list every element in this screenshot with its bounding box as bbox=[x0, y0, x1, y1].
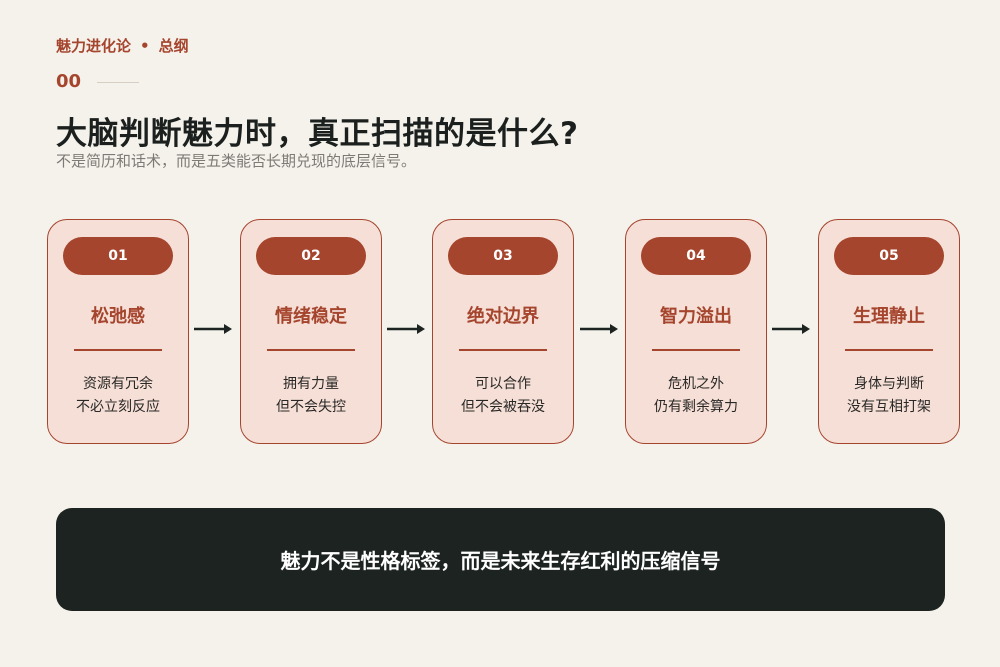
step-divider bbox=[652, 349, 740, 351]
step-title: 智力溢出 bbox=[660, 306, 732, 327]
step-number-badge: 03 bbox=[448, 237, 558, 275]
step-description-line: 拥有力量 bbox=[283, 376, 339, 392]
series-kicker: 魅力进化论 • 总纲 bbox=[56, 35, 189, 56]
step-divider bbox=[845, 349, 933, 351]
step-description-line: 资源有冗余 bbox=[83, 376, 153, 392]
series-name: 魅力进化论 bbox=[56, 37, 132, 55]
step-description-line: 身体与判断 bbox=[854, 376, 924, 392]
step-divider bbox=[267, 349, 355, 351]
arrow-right-icon bbox=[580, 324, 618, 334]
step-divider bbox=[74, 349, 162, 351]
step-number-badge: 01 bbox=[63, 237, 173, 275]
step-divider bbox=[459, 349, 547, 351]
step-card: 03 绝对边界 可以合作 但不会被吞没 bbox=[432, 219, 574, 444]
step-description: 资源有冗余 不必立刻反应 bbox=[48, 373, 188, 419]
arrow-right-icon bbox=[194, 324, 232, 334]
page-subtitle: 不是简历和话术，而是五类能否长期兑现的底层信号。 bbox=[56, 152, 417, 170]
step-description-line: 危机之外 bbox=[668, 376, 724, 392]
step-description-line: 可以合作 bbox=[475, 376, 531, 392]
step-title: 情绪稳定 bbox=[275, 306, 347, 327]
conclusion-banner: 魅力不是性格标签，而是未来生存红利的压缩信号 bbox=[56, 508, 945, 611]
step-description: 可以合作 但不会被吞没 bbox=[433, 373, 573, 419]
step-number-badge: 02 bbox=[256, 237, 366, 275]
page-title: 大脑判断魅力时，真正扫描的是什么? bbox=[56, 116, 579, 152]
step-card: 02 情绪稳定 拥有力量 但不会失控 bbox=[240, 219, 382, 444]
step-description-line: 仍有剩余算力 bbox=[654, 399, 738, 415]
conclusion-text: 魅力不是性格标签，而是未来生存红利的压缩信号 bbox=[280, 549, 721, 573]
kicker-separator: • bbox=[140, 37, 150, 55]
step-description: 危机之外 仍有剩余算力 bbox=[626, 373, 766, 419]
arrow-right-icon bbox=[387, 324, 425, 334]
section-name: 总纲 bbox=[158, 37, 189, 55]
step-description-line: 没有互相打架 bbox=[847, 399, 931, 415]
step-description-line: 但不会被吞没 bbox=[461, 399, 545, 415]
step-title: 松弛感 bbox=[91, 306, 145, 327]
step-description: 拥有力量 但不会失控 bbox=[241, 373, 381, 419]
step-card: 04 智力溢出 危机之外 仍有剩余算力 bbox=[625, 219, 767, 444]
step-description-line: 不必立刻反应 bbox=[76, 399, 160, 415]
step-title: 绝对边界 bbox=[467, 306, 539, 327]
step-number-badge: 04 bbox=[641, 237, 751, 275]
section-number: 00 bbox=[56, 71, 82, 92]
step-card: 05 生理静止 身体与判断 没有互相打架 bbox=[818, 219, 960, 444]
step-title: 生理静止 bbox=[853, 306, 925, 327]
step-number-badge: 05 bbox=[834, 237, 944, 275]
section-divider bbox=[97, 82, 139, 83]
step-description-line: 但不会失控 bbox=[276, 399, 346, 415]
step-description: 身体与判断 没有互相打架 bbox=[819, 373, 959, 419]
arrow-right-icon bbox=[772, 324, 810, 334]
step-card: 01 松弛感 资源有冗余 不必立刻反应 bbox=[47, 219, 189, 444]
